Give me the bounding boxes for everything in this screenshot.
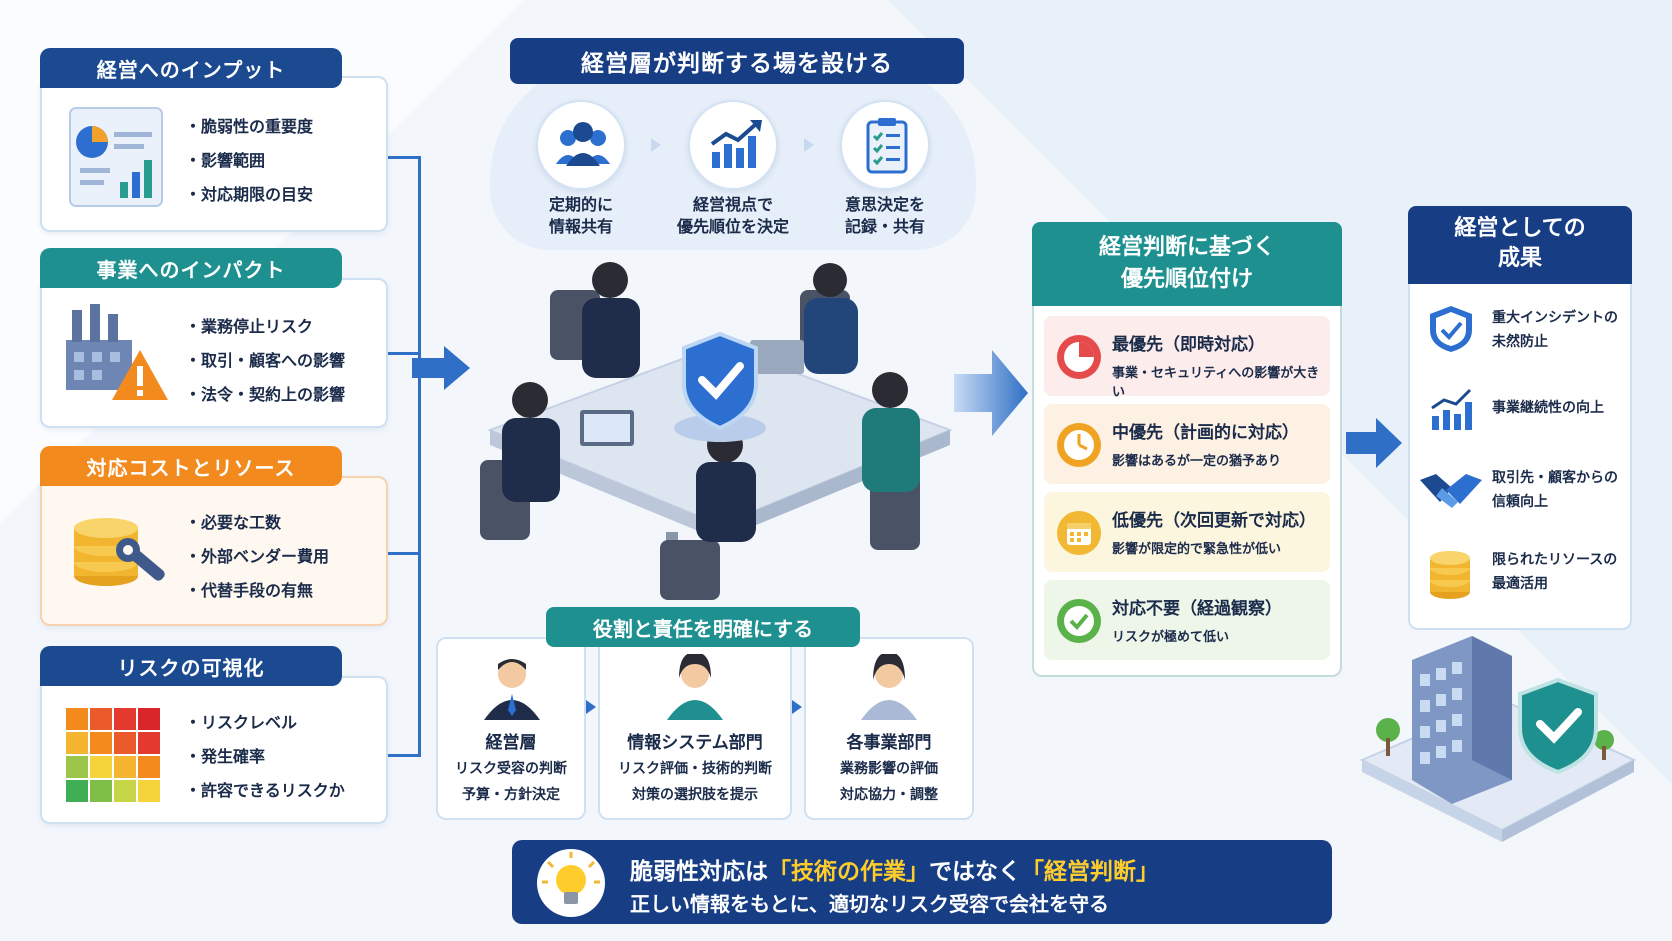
handshake-icon: [1420, 474, 1482, 508]
it-staff-avatar-icon: [667, 654, 723, 720]
coins-wrench-icon: [74, 518, 165, 586]
step-arrow: [804, 138, 814, 152]
arrow-right-icon: [1346, 418, 1402, 468]
role-name: 各事業部門: [846, 733, 932, 753]
connector-line: [388, 352, 421, 355]
list-item: リスクレベル: [185, 706, 345, 740]
role-desc: 対策の選択肢を提示: [632, 787, 758, 803]
growth-chart-icon: [1431, 388, 1472, 430]
list-item: 影響範囲: [185, 144, 313, 178]
list-item: 代替手段の有無: [185, 574, 329, 608]
priority-row-medium: 中優先（計画的に対応） 影響はあるが一定の猶予あり: [1044, 404, 1330, 484]
result-item: 事業継続性の向上: [1492, 400, 1604, 416]
priority-row-low: 低優先（次回更新で対応） 影響が限定的で緊急性が低い: [1044, 492, 1330, 572]
role-desc: リスク受容の判断: [455, 761, 567, 777]
step-circle: [840, 100, 930, 190]
business-staff-avatar-icon: [861, 654, 917, 720]
result-item: 取引先・顧客からの信頼向上: [1492, 470, 1618, 510]
priority-row-critical: 最優先（即時対応） 事業・セキュリティへの影響が大きい: [1044, 316, 1330, 400]
report-chart-icon: [69, 107, 163, 207]
checklist-icon: [866, 118, 908, 174]
results-title: 経営としての 成果: [1408, 206, 1632, 284]
list-item: 法令・契約上の影響: [185, 378, 345, 412]
risk-visual-card-title: リスクの可視化: [40, 646, 342, 686]
meeting-illustration: [480, 262, 953, 600]
factory-warning-icon: [66, 304, 168, 400]
role-desc: 対応協力・調整: [840, 787, 938, 803]
alert-clock-icon: [1057, 335, 1101, 379]
result-item: 重大インシデントの未然防止: [1492, 310, 1618, 350]
list-item: 脆弱性の重要度: [185, 110, 313, 144]
check-circle-icon: [1057, 599, 1101, 643]
arrow-right-icon: [954, 350, 1028, 436]
result-item: 限られたリソースの最適活用: [1492, 552, 1618, 592]
roles-title: 役割と責任を明確にする: [546, 607, 860, 647]
step-arrow: [651, 138, 661, 152]
growth-chart-icon: [710, 120, 762, 168]
list-item: 外部ベンダー費用: [185, 540, 329, 574]
connector-line: [418, 156, 421, 756]
connector-line: [388, 754, 421, 757]
cost-list: 必要な工数 外部ベンダー費用 代替手段の有無: [185, 506, 329, 608]
role-arrow: [586, 700, 596, 714]
impact-list: 業務停止リスク 取引・顧客への影響 法令・契約上の影響: [185, 310, 345, 412]
step-label: 定期的に情報共有: [548, 195, 613, 236]
heatmap-icon: [66, 708, 160, 802]
list-item: 許容できるリスクか: [185, 774, 345, 808]
input-list: 脆弱性の重要度 影響範囲 対応期限の目安: [185, 110, 313, 212]
role-name: 情報システム部門: [627, 733, 763, 753]
banner-subtext: 正しい情報をもとに、適切なリスク受容で会社を守る: [630, 892, 1109, 916]
role-desc: 予算・方針決定: [462, 787, 560, 803]
connector-line: [388, 552, 421, 555]
list-item: 業務停止リスク: [185, 310, 345, 344]
lightbulb-icon: [537, 849, 605, 917]
step-label: 経営視点で優先順位を決定: [676, 195, 789, 236]
list-item: 対応期限の目安: [185, 178, 313, 212]
role-desc: 業務影響の評価: [840, 761, 938, 777]
clock-icon: [1057, 423, 1101, 467]
calendar-icon: [1057, 511, 1101, 555]
role-name: 経営層: [485, 733, 537, 753]
role-arrow: [792, 700, 802, 714]
team-icon: [556, 122, 610, 166]
step-label: 意思決定を記録・共有: [844, 195, 925, 236]
center-title: 経営層が判断する場を設ける: [510, 38, 964, 84]
secure-building-illustration: [1359, 636, 1637, 842]
risk-visual-list: リスクレベル 発生確率 許容できるリスクか: [185, 706, 345, 808]
impact-card-title: 事業へのインパクト: [40, 248, 342, 288]
input-card-title: 経営へのインプット: [40, 48, 342, 88]
list-item: 必要な工数: [185, 506, 329, 540]
coins-icon: [1430, 551, 1470, 599]
step-circle: [536, 100, 626, 190]
banner-headline: 脆弱性対応は「技術の作業」ではなく「経営判断」: [630, 859, 1159, 885]
cost-card-title: 対応コストとリソース: [40, 446, 342, 486]
shield-check-icon: [1430, 306, 1472, 352]
key-message-banner: 脆弱性対応は「技術の作業」ではなく「経営判断」 正しい情報をもとに、適切なリスク…: [512, 840, 1332, 924]
list-item: 発生確率: [185, 740, 345, 774]
priority-title: 経営判断に基づく 優先順位付け: [1032, 222, 1342, 306]
priority-row-none: 対応不要（経過観察） リスクが極めて低い: [1044, 580, 1330, 660]
role-desc: リスク評価・技術的判断: [618, 761, 772, 777]
connector-line: [388, 156, 421, 159]
list-item: 取引・顧客への影響: [185, 344, 345, 378]
step-circle: [688, 100, 778, 190]
arrow-right-icon: [412, 346, 470, 390]
executive-avatar-icon: [484, 659, 540, 720]
